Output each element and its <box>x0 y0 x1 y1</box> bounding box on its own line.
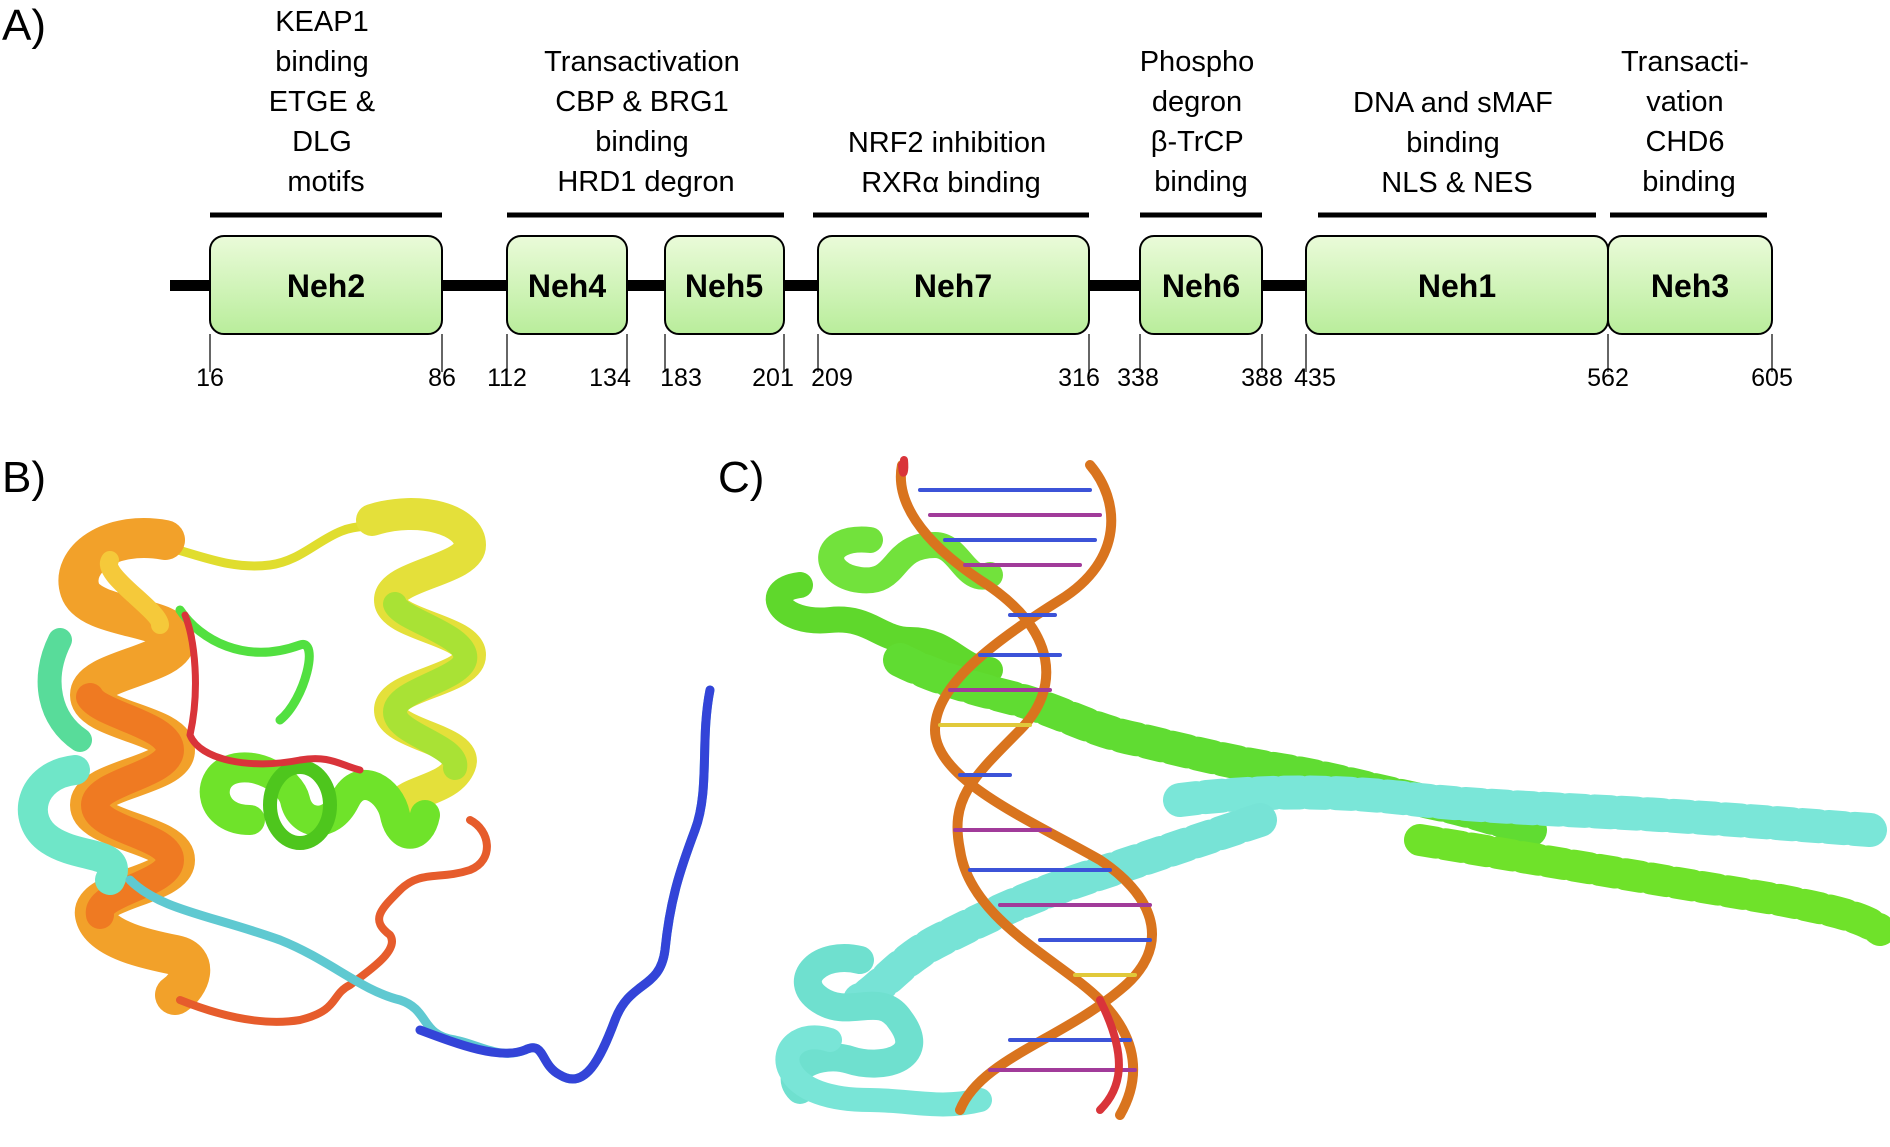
function-text-neh4-neh5: Transactivation CBP & BRG1 binding HRD1 … <box>544 46 748 198</box>
panel-b-label: B) <box>2 453 46 502</box>
right-helix <box>356 498 486 821</box>
domain-label: Neh1 <box>1418 268 1496 304</box>
central-helix <box>199 752 440 850</box>
domain-neh3: Neh3 <box>1607 235 1773 335</box>
domain-label: Neh7 <box>914 268 992 304</box>
domain-label: Neh5 <box>685 268 763 304</box>
domain-neh6: Neh6 <box>1139 235 1263 335</box>
position-neh7-end: 316 <box>1058 364 1100 392</box>
function-text-neh3: Transacti- vation CHD6 binding <box>1621 46 1757 198</box>
position-neh4-start: 112 <box>487 364 527 392</box>
neh1-dna-complex <box>765 456 1890 1120</box>
position-ticks <box>209 334 1773 372</box>
position-neh1-end: 562 <box>1587 364 1629 392</box>
domain-label: Neh6 <box>1162 268 1240 304</box>
function-text-neh1: DNA and sMAF binding NLS & NES <box>1353 87 1561 199</box>
panel-a-label: A) <box>2 1 46 50</box>
residue-positions: 16 86 112 134 183 201 209 316 338 388 43… <box>196 364 1793 392</box>
position-neh1-start: 435 <box>1294 364 1336 392</box>
function-text-neh7: NRF2 inhibition RXRα binding <box>848 127 1054 199</box>
domain-label: Neh3 <box>1651 268 1729 304</box>
left-helix <box>58 518 210 1015</box>
domain-neh5: Neh5 <box>664 235 785 335</box>
domain-neh4: Neh4 <box>506 235 628 335</box>
domain-neh1: Neh1 <box>1305 235 1609 335</box>
dna-double-helix <box>895 456 1157 1120</box>
neh2-structure-ribbon <box>17 498 715 1084</box>
position-neh5-start: 183 <box>660 364 702 392</box>
position-neh4-end: 134 <box>589 364 631 392</box>
position-neh5-end: 201 <box>752 364 794 392</box>
domain-neh2: Neh2 <box>209 235 443 335</box>
position-neh2-start: 16 <box>196 364 224 392</box>
position-neh2-end: 86 <box>428 364 456 392</box>
domain-label: Neh4 <box>528 268 606 304</box>
function-text-neh2: KEAP1 binding ETGE & DLG motifs <box>269 6 383 198</box>
position-neh6-end: 388 <box>1241 364 1283 392</box>
domain-label: Neh2 <box>287 268 365 304</box>
domain-neh7: Neh7 <box>817 235 1090 335</box>
green-protein-chain <box>765 526 1890 946</box>
panel-c-label: C) <box>718 453 764 502</box>
position-neh6-start: 338 <box>1117 364 1159 392</box>
position-neh3-end: 605 <box>1751 364 1793 392</box>
cyan-protein-chain <box>775 775 1887 1117</box>
position-neh7-start: 209 <box>811 364 853 392</box>
function-text-neh6: Phospho degron β-TrCP binding <box>1140 46 1263 198</box>
dna-base-pairs <box>918 488 1152 1072</box>
